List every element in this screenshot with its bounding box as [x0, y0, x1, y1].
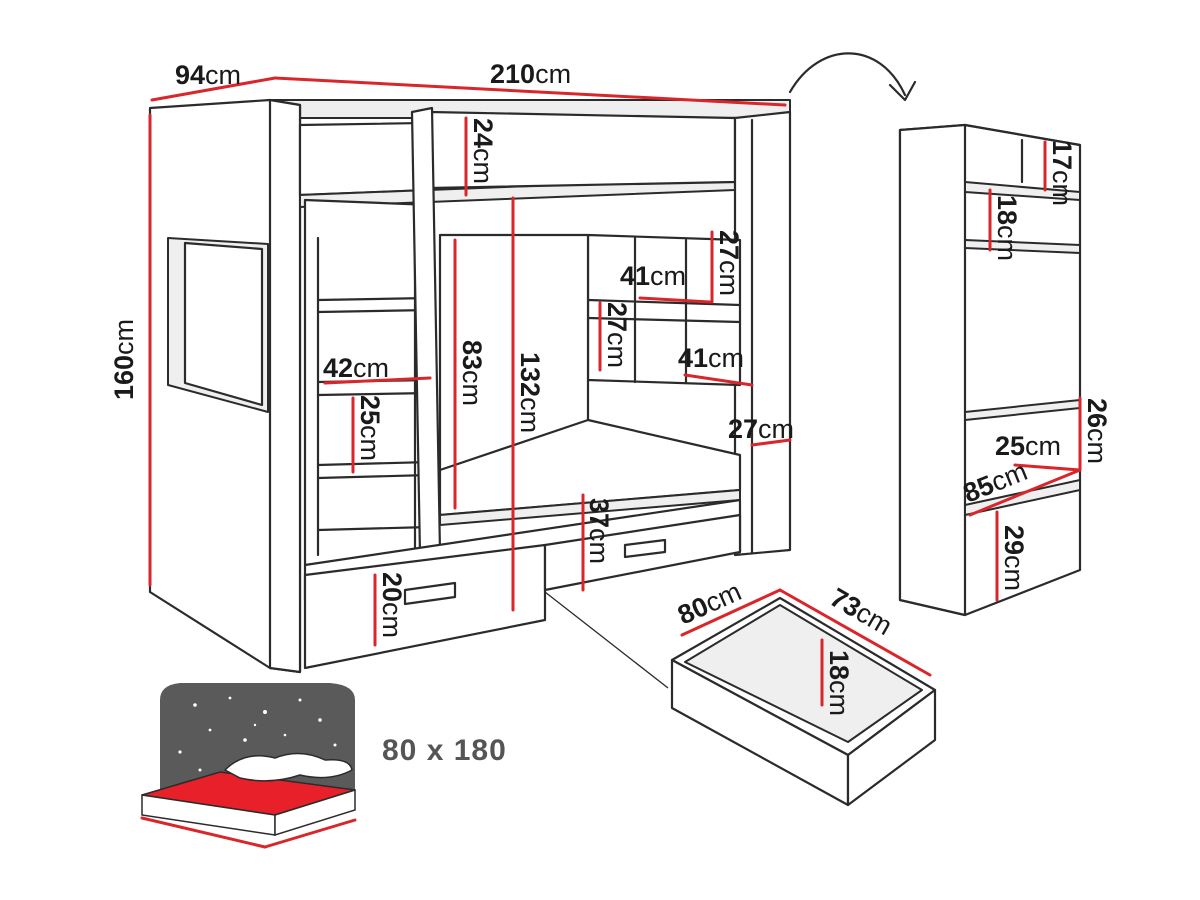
dim-label-drawer-height: 18cm: [824, 650, 854, 716]
dim-label-side-shelf-top: 17cm: [1047, 140, 1077, 206]
bunk-bed-drawing: [148, 98, 792, 689]
dim-label-lower-opening: 83cm: [457, 340, 487, 406]
dim-label-depth: 94cm: [175, 60, 241, 90]
dim-label-side-shelf-lower: 26cm: [1082, 398, 1112, 464]
dim-label-height: 160cm: [109, 319, 139, 400]
dim-label-side-shelf-depth: 25cm: [995, 431, 1061, 461]
drawer-drawing: [670, 596, 937, 807]
side-shelf-unit-drawing: [898, 123, 1082, 617]
pillow-icon: [223, 752, 353, 782]
dim-label-ladder-step-width: 42cm: [323, 353, 389, 383]
mattress-size-caption: 80 x 180: [382, 734, 507, 767]
dim-label-shelf-width-upper: 41cm: [620, 261, 686, 291]
dim-label-drawer-base-height: 20cm: [377, 572, 407, 638]
dim-label-drawer-front-height: 37cm: [584, 498, 614, 564]
dim-label-ladder-step-height: 25cm: [355, 395, 385, 461]
dim-label-upper-bed-height: 132cm: [515, 352, 545, 433]
mattress-illustration: [140, 683, 357, 849]
dim-label-length: 210cm: [490, 59, 571, 89]
dim-label-shelf-height-middle: 27cm: [602, 302, 632, 368]
dim-label-side-shelf-bottom: 29cm: [999, 525, 1029, 591]
dim-label-shelf-depth: 27cm: [728, 414, 794, 444]
dim-label-side-shelf-second: 18cm: [992, 195, 1022, 261]
dim-label-top-rail: 24cm: [468, 118, 498, 184]
star-pattern: [178, 696, 337, 772]
dim-label-shelf-width-lower: 41cm: [678, 343, 744, 373]
dim-label-shelf-height-upper: 27cm: [714, 230, 744, 296]
dimension-lines: [148, 76, 1082, 707]
rotate-arrow-icon: [788, 52, 917, 102]
